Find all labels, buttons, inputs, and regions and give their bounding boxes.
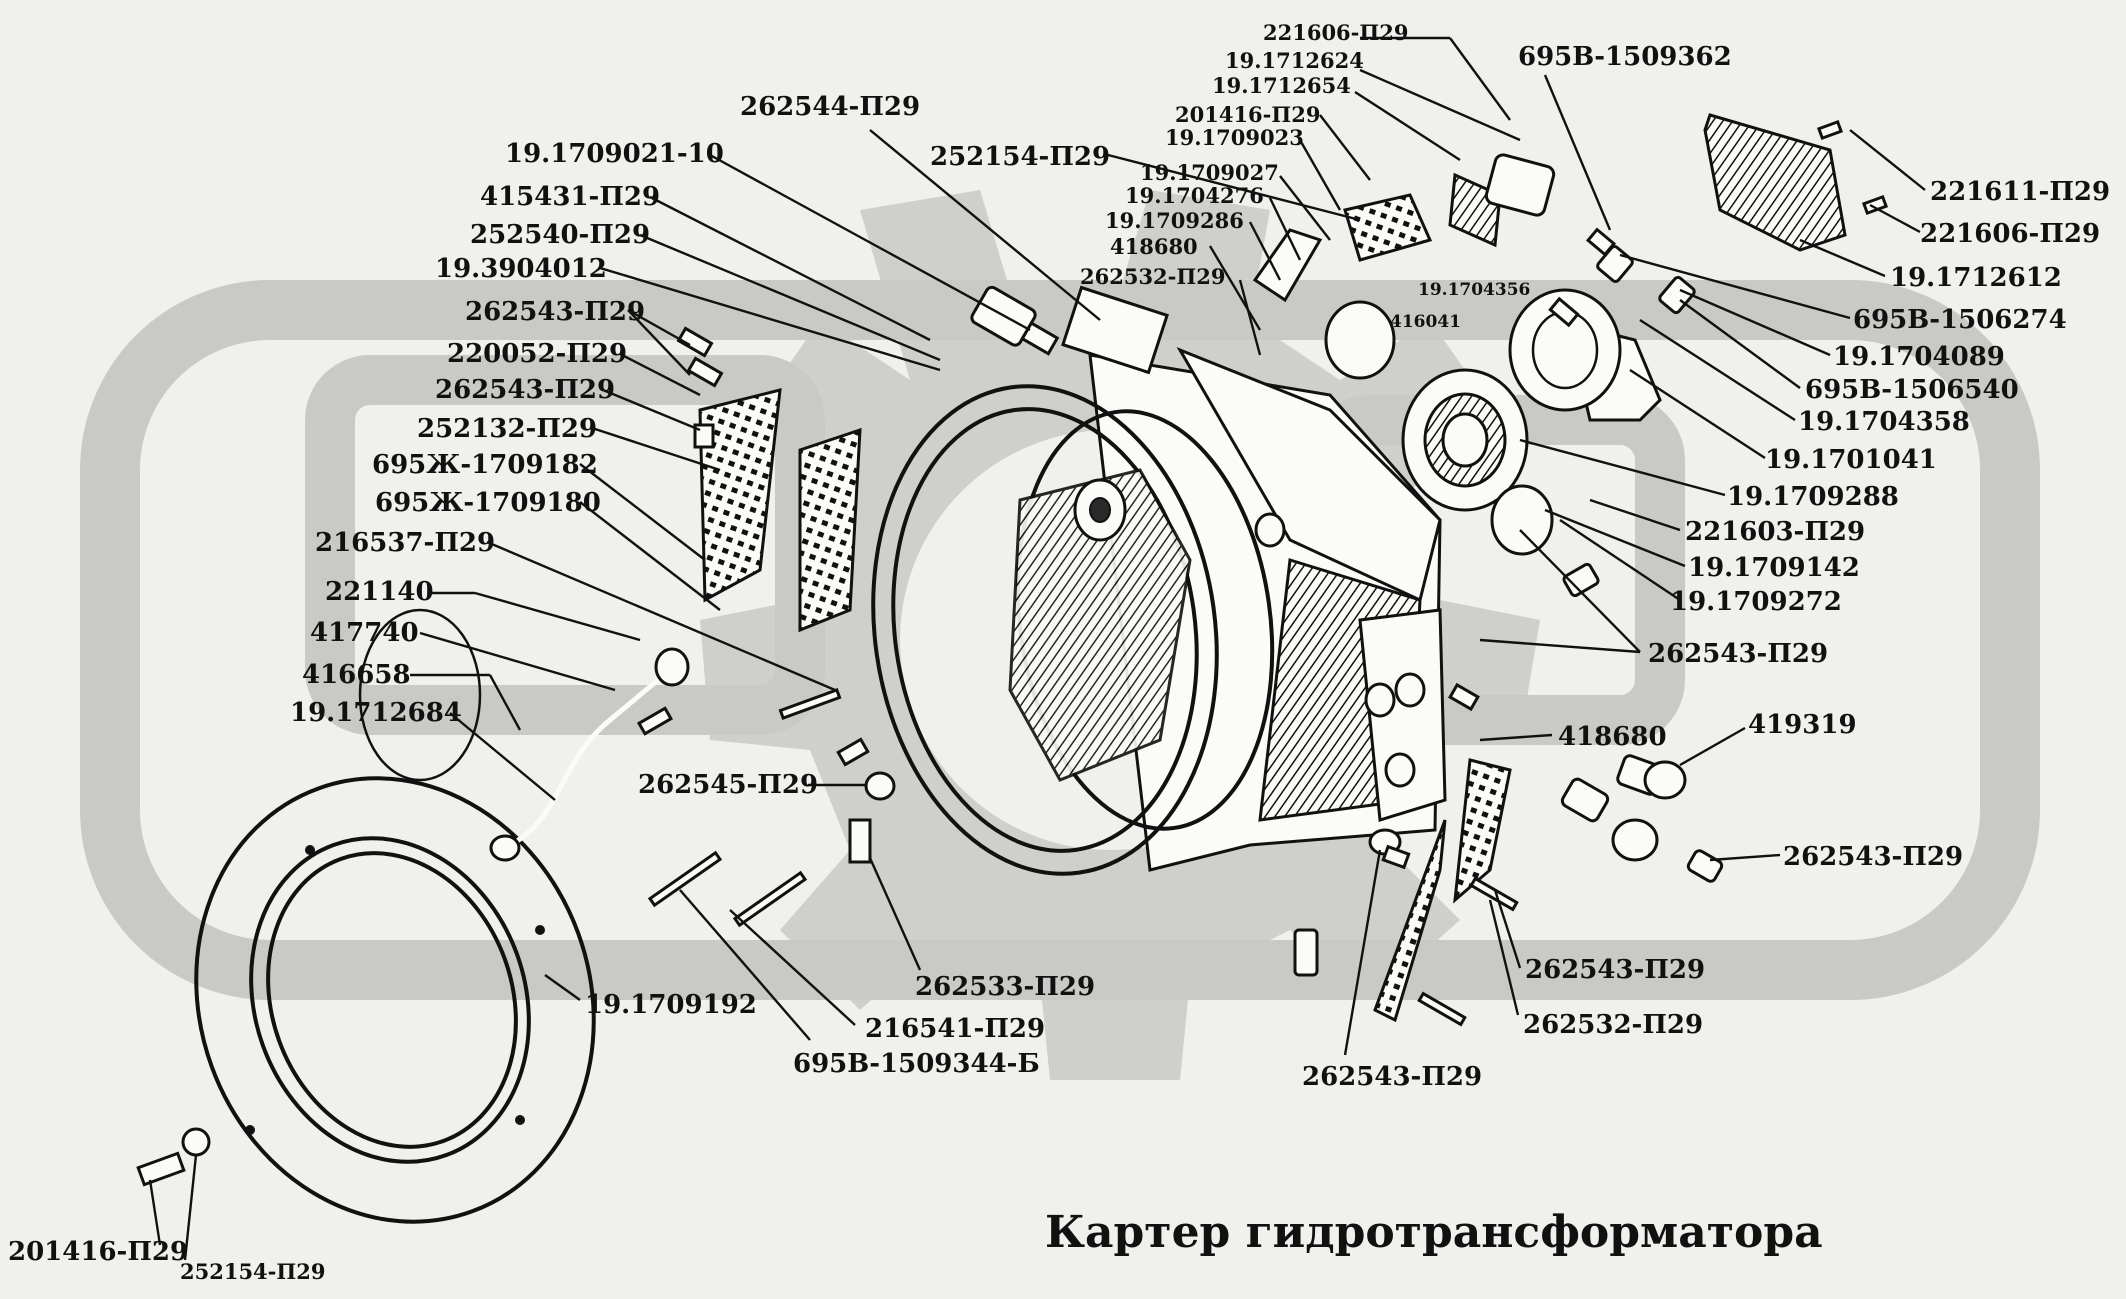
part-label: 252540-П29 [470,220,650,250]
part-label: 416041 [1390,312,1461,332]
part-label: 19.1709142 [1688,553,1860,583]
part-label: 19.1712654 [1212,73,1351,98]
part-label: 19.1709027 [1140,160,1279,185]
part-label: 19.1704276 [1125,183,1264,208]
part-label: 19.1709021-10 [505,139,724,169]
part-label: 19.1709023 [1165,125,1304,150]
part-label: 419319 [1748,710,1857,740]
part-label: 19.1712684 [290,698,462,728]
part-labels: 262544-П29 19.1709021-10 415431-П29 2525… [8,20,2110,1284]
part-label: 695Ж-1709180 [375,488,601,518]
part-label: 201416-П29 [8,1237,188,1267]
part-label: 417740 [310,618,419,648]
part-label: 695В-1509362 [1518,42,1732,72]
part-label: 695В-1509344-Б [793,1049,1040,1079]
part-label: 19.3904012 [435,254,607,284]
part-label: 19.1709286 [1105,208,1244,233]
part-label: 221140 [325,577,434,607]
part-label: 19.1709288 [1727,482,1899,512]
part-label: 216541-П29 [865,1014,1045,1044]
part-label: 262544-П29 [740,92,920,122]
part-label: 19.1704356 [1418,280,1530,300]
converter-housing [871,285,1447,876]
part-label: 262543-П29 [465,297,645,327]
part-label: 221606-П29 [1263,20,1408,45]
part-label: 262533-П29 [915,972,1095,1002]
oil-pipe [358,608,690,862]
part-label: 695В-1506540 [1805,375,2019,405]
part-label: 216537-П29 [315,528,495,558]
part-label: 262545-П29 [638,770,818,800]
part-label: 262543-П29 [1783,842,1963,872]
part-label: 262532-П29 [1523,1010,1703,1040]
cover-plate [194,776,596,1224]
part-label: 19.1704089 [1833,342,2005,372]
part-label: 695В-1506274 [1853,305,2067,335]
part-label: 418680 [1558,722,1667,752]
part-label: 19.1709272 [1670,587,1842,617]
part-label: 695Ж-1709182 [372,450,598,480]
part-label: 252154-П29 [930,142,1110,172]
part-label: 221611-П29 [1930,177,2110,207]
perforated-shields [698,388,1512,1023]
part-label: 262543-П29 [435,375,615,405]
part-label: 19.1704358 [1798,407,1970,437]
part-label: 19.1712612 [1890,263,2062,293]
diagram-title: Картер гидротрансформатора [1045,1207,1823,1258]
part-label: 220052-П29 [447,339,627,369]
part-label: 201416-П29 [1175,102,1320,127]
part-label: 262532-П29 [1080,264,1225,289]
part-label: 262543-П29 [1648,639,1828,669]
part-label: 416658 [302,660,411,690]
part-label: 19.1709192 [585,990,757,1020]
part-label: 262543-П29 [1525,955,1705,985]
part-label: 262543-П29 [1302,1062,1482,1092]
leader-lines [148,36,1926,1261]
part-label: 19.1701041 [1765,445,1937,475]
part-label: 221603-П29 [1685,517,1865,547]
part-label: 415431-П29 [480,182,660,212]
part-label: 418680 [1110,234,1198,259]
part-label: 221606-П29 [1920,219,2100,249]
part-label: 252154-П29 [180,1259,325,1284]
part-label: 19.1712624 [1225,48,1364,73]
part-label: 252132-П29 [417,414,597,444]
filter-block [1252,113,1847,556]
